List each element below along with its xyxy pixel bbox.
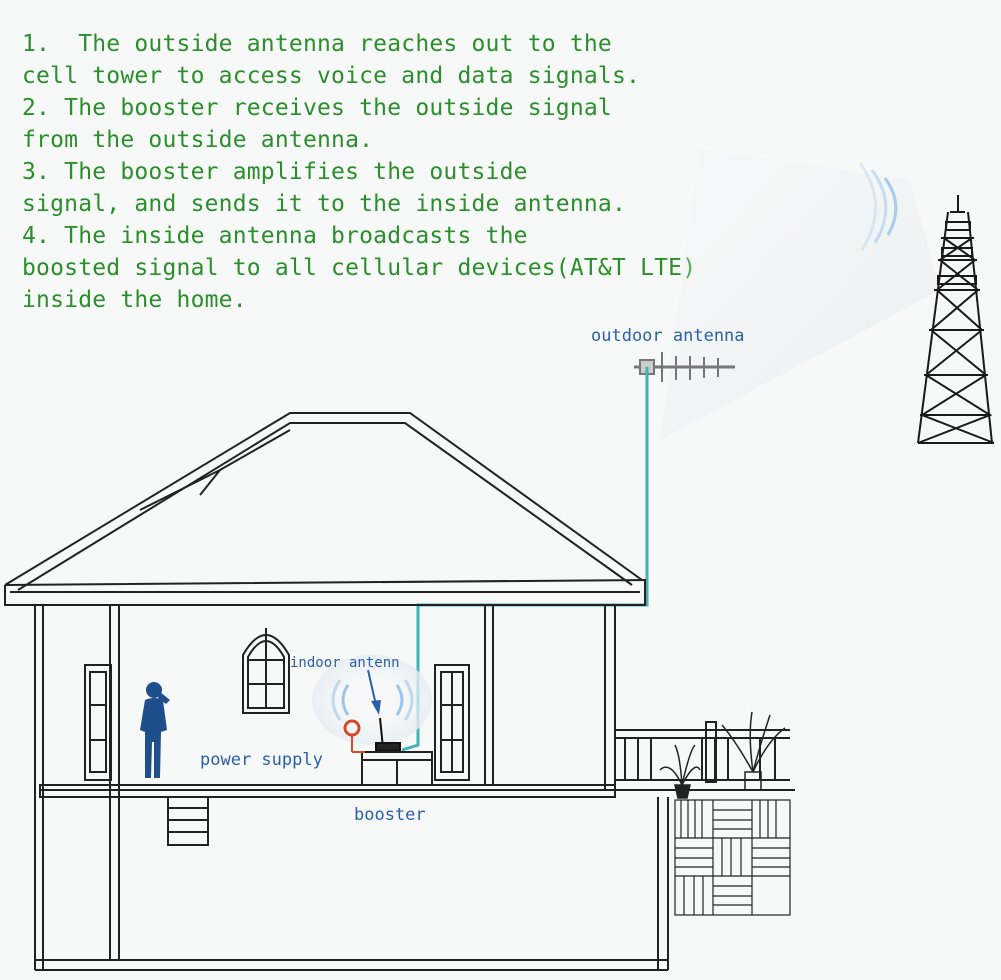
step-2: 2. The booster receives the outside sign… — [22, 92, 696, 156]
coax-cable — [401, 367, 649, 752]
step-2-line-2: from the outside antenna. — [22, 127, 374, 153]
step-2-line-1: 2. The booster receives the outside sign… — [22, 95, 612, 121]
step-4-line-1: 4. The inside antenna broadcasts the — [22, 223, 528, 249]
fence — [612, 721, 795, 791]
power-plug-icon — [343, 719, 365, 753]
paving-pattern — [674, 799, 791, 916]
step-3-line-2: signal, and sends it to the inside anten… — [22, 191, 627, 217]
tower-signal-waves — [858, 162, 898, 251]
step-1: 1. The outside antenna reaches out to th… — [22, 28, 696, 92]
indoor-signal-waves — [312, 655, 432, 745]
indoor-antenna-arrow — [367, 669, 381, 715]
booster-label: booster — [354, 805, 426, 825]
potted-plant-right — [721, 711, 786, 791]
right-window — [434, 664, 470, 781]
potted-plant-left — [659, 744, 701, 799]
step-4-line-3: inside the home. — [22, 287, 247, 313]
step-3-line-1: 3. The booster amplifies the outside — [22, 159, 528, 185]
indoor-antenna-label: indoor antenn — [290, 655, 400, 671]
step-1-line-2: cell tower to access voice and data sign… — [22, 63, 641, 89]
yagi-antenna-icon — [634, 352, 735, 382]
arched-window — [242, 628, 290, 714]
entry-steps — [167, 796, 209, 846]
step-1-line-1: 1. The outside antenna reaches out to th… — [22, 31, 612, 57]
step-list: 1. The outside antenna reaches out to th… — [22, 28, 696, 316]
power-supply-label: power supply — [200, 750, 323, 770]
left-window — [84, 664, 112, 781]
house-roof — [4, 412, 646, 606]
signal-beam — [660, 150, 940, 440]
cell-tower-icon — [917, 195, 995, 444]
outdoor-antenna-label: outdoor antenna — [591, 326, 745, 346]
person-on-phone-icon — [140, 682, 170, 778]
step-3: 3. The booster amplifies the outside sig… — [22, 156, 696, 220]
booster-cabinet — [361, 751, 433, 786]
